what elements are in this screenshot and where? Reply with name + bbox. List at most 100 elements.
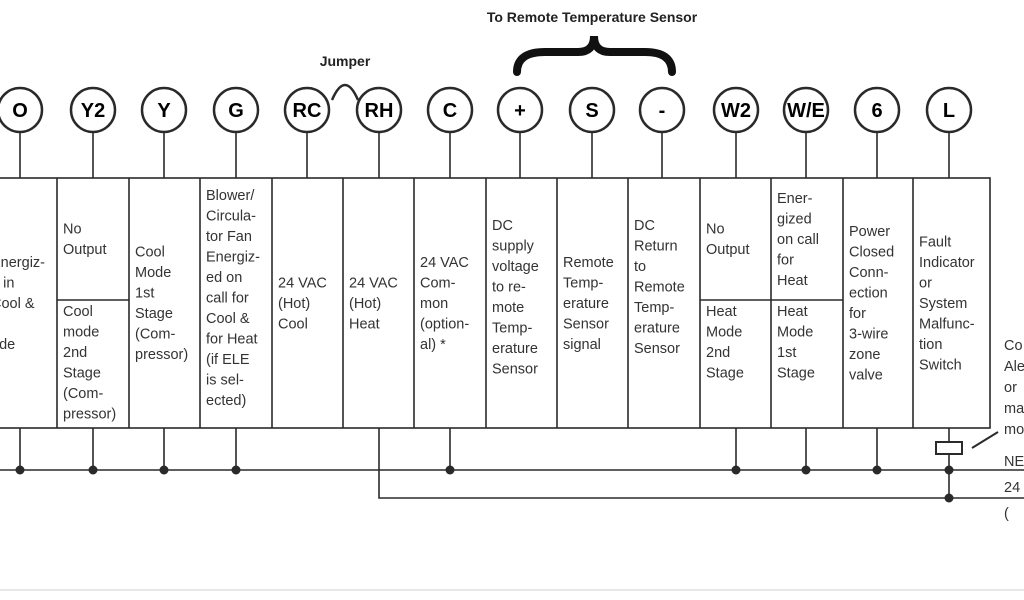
terminal-6: 6PowerClosedConn-ectionfor3-wirezonevalv… — [849, 86, 901, 384]
junction-dot — [731, 465, 741, 475]
terminal-desc-line: or — [919, 275, 932, 291]
terminal-desc-line: Temp- — [492, 321, 532, 337]
terminal-desc-line: for Heat — [206, 332, 258, 348]
terminal-desc-line: (Hot) — [349, 296, 381, 312]
terminal-desc-line: gized — [777, 211, 812, 227]
terminal-l: LFaultIndicatororSystemMalfunc-tionSwitc… — [919, 86, 975, 373]
terminal-desc-line: call for — [206, 291, 249, 307]
terminal-desc-line: (option- — [420, 316, 469, 332]
terminal-desc-line: (Com- — [135, 327, 175, 343]
terminal-label: C — [443, 100, 457, 122]
terminal-desc-line: Circula- — [206, 209, 256, 225]
description-table — [0, 177, 991, 429]
terminal-desc-line: ode — [0, 337, 15, 353]
terminal-desc-line: Switch — [919, 357, 962, 373]
terminal-desc-line: Cool & — [0, 296, 35, 312]
terminal-desc-line: mon — [420, 296, 448, 312]
terminal-desc-line: Heat — [777, 273, 808, 289]
terminal-desc-line: No — [63, 222, 82, 238]
wire-label: ( — [1004, 506, 1009, 522]
terminal-desc-line: 2nd — [706, 345, 730, 361]
side-note-line: mo — [1004, 422, 1024, 438]
terminal-desc-line: (Com- — [63, 386, 103, 402]
terminal-desc-line: Malfunc- — [919, 316, 975, 332]
terminal-label: W2 — [721, 100, 751, 122]
terminal-desc-line: System — [919, 296, 967, 312]
terminal-desc-line: Mode — [135, 265, 171, 281]
terminal-desc-line: Energiz- — [206, 250, 260, 266]
terminal-desc-line: mode — [63, 325, 99, 341]
junction-dot — [872, 465, 882, 475]
remote-sensor-brace — [513, 35, 676, 76]
terminal-desc-line: ection — [849, 286, 888, 302]
terminal-desc-line: supply — [492, 239, 535, 255]
terminal-desc-line: ected) — [206, 393, 246, 409]
terminal-desc-line: to re- — [492, 280, 526, 296]
terminal-label: G — [228, 100, 244, 122]
terminal-desc-line: Energiz- — [0, 255, 45, 271]
terminal-desc-line: pressor) — [135, 347, 188, 363]
terminal-label: O — [12, 100, 28, 122]
terminal-label: S — [585, 100, 598, 122]
terminal-desc-line: DC — [492, 218, 513, 234]
terminal-o: OEnergiz-d inCool &ffode — [0, 86, 45, 353]
terminal-circle — [355, 86, 403, 134]
terminal-desc-line: Stage — [63, 366, 101, 382]
terminal-desc-line: Mode — [777, 325, 813, 341]
terminal-desc-line: Heat — [706, 304, 737, 320]
terminal-desc-line: signal — [563, 337, 601, 353]
terminal-desc-line: Output — [63, 242, 107, 258]
terminal-desc-line: Closed — [849, 245, 894, 261]
terminal-label: - — [659, 100, 666, 122]
junction-dot — [159, 465, 169, 475]
terminal-circle — [0, 86, 44, 134]
terminal-desc-line: erature — [634, 321, 680, 337]
side-note-line: Co — [1004, 338, 1023, 354]
junction-dot — [88, 465, 98, 475]
terminal-label: 6 — [871, 100, 882, 122]
terminal-circle — [426, 86, 474, 134]
terminal-rh: RH 24 VAC (Hot) Heat — [349, 86, 403, 332]
terminal-desc-line: Ener- — [777, 191, 813, 207]
terminal-desc-line: 24 VAC — [349, 275, 398, 291]
terminal-desc-line: Stage — [777, 366, 815, 382]
junction-dot — [231, 465, 241, 475]
terminal-desc-line: valve — [849, 368, 883, 384]
terminal-desc-line: tion — [919, 337, 942, 353]
terminal-desc-line: (if ELE — [206, 352, 250, 368]
terminal-label: L — [943, 100, 955, 122]
terminal-circle — [283, 86, 331, 134]
terminal-label: Y — [157, 100, 171, 122]
terminal-desc-line: Sensor — [492, 362, 538, 378]
terminal-desc-line: Return — [634, 239, 678, 255]
terminal-desc-line: Mode — [706, 325, 742, 341]
terminal-label: RC — [293, 100, 322, 122]
terminal-desc-line: Remote — [563, 255, 614, 271]
terminal-desc-line: mote — [492, 300, 524, 316]
terminal-circle — [638, 86, 686, 134]
side-note-line: or — [1004, 380, 1017, 396]
terminal-desc-line: ed on — [206, 270, 242, 286]
terminal-circle — [568, 86, 616, 134]
terminal-desc-line: voltage — [492, 259, 539, 275]
terminal-desc-line: erature — [563, 296, 609, 312]
wire-label: 24 — [1004, 480, 1020, 496]
terminal-desc-line: al) * — [420, 337, 446, 353]
terminal-desc-line: (Hot) — [278, 296, 310, 312]
terminal-circle — [853, 86, 901, 134]
terminal-circle — [496, 86, 544, 134]
terminal-label: + — [514, 100, 526, 122]
junction-dot — [801, 465, 811, 475]
terminal-row: OEnergiz-d inCool &ffodeY2NoOutputCoolmo… — [0, 86, 975, 423]
terminal-desc-line: is sel- — [206, 373, 244, 389]
terminal-label: RH — [365, 100, 394, 122]
terminal-desc-line: Heat — [349, 316, 380, 332]
terminal-desc-line: tor Fan — [206, 229, 252, 245]
